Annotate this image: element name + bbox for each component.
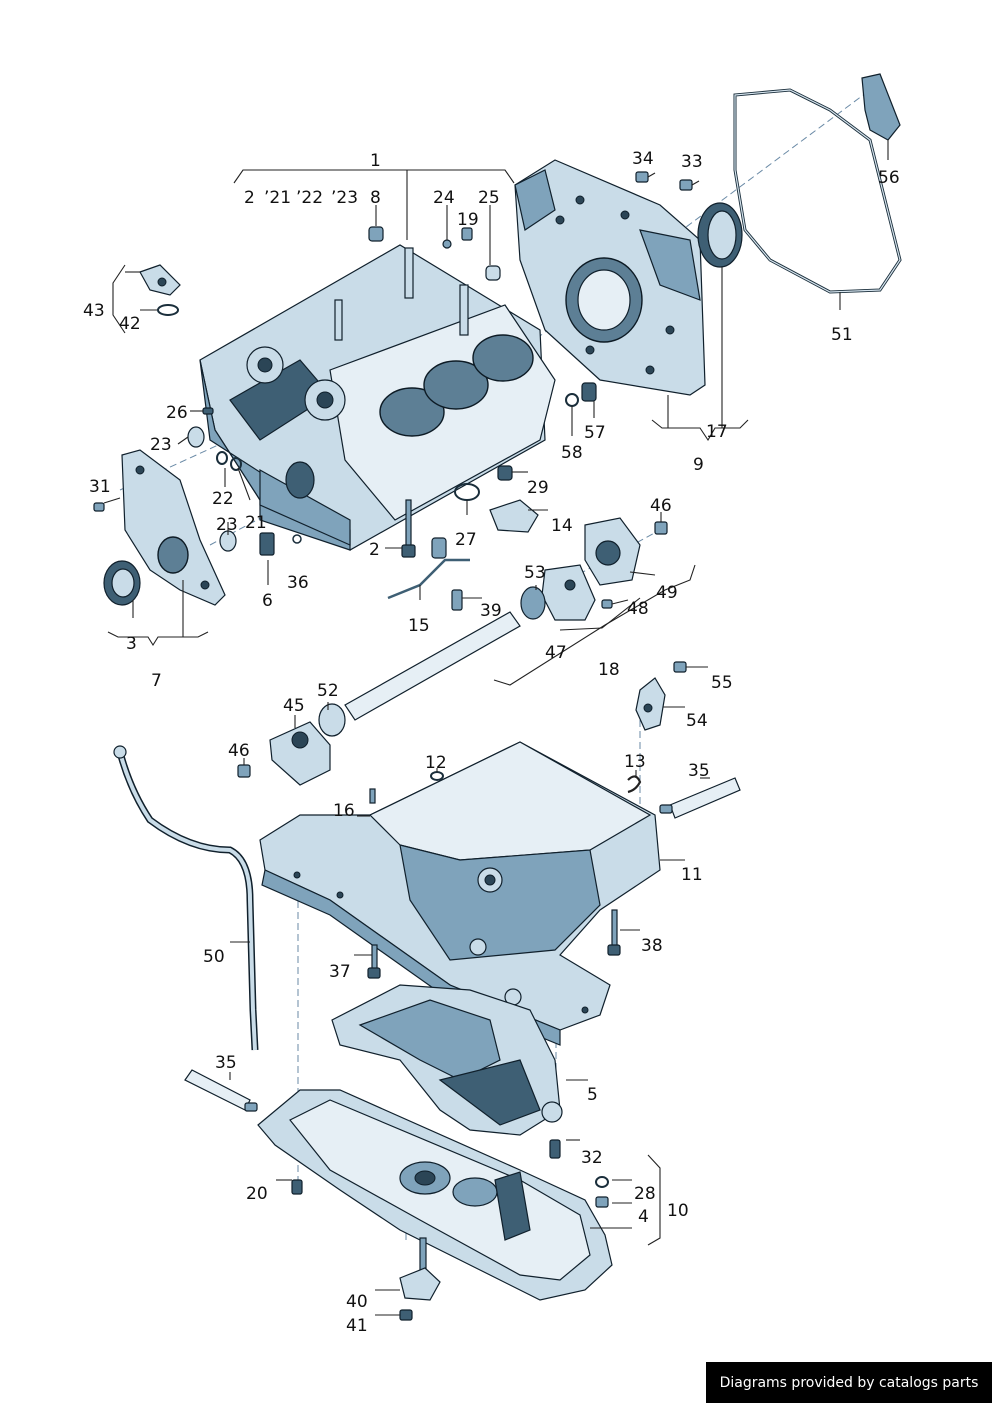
callout-21-top: ’21 [264,188,291,208]
callout-55: 55 [711,673,733,693]
callout-34: 34 [632,149,654,169]
callout-29: 29 [527,478,549,498]
callout-2-lower: 2 [369,540,380,560]
callout-45: 45 [283,696,305,716]
engine-block [199,244,556,551]
sealant-tube-lower [184,1069,258,1112]
oil-level-sensor [399,1237,441,1321]
callout-22-left: 22 [212,489,234,509]
main-bearing-bolt [401,499,416,558]
callout-32: 32 [581,1148,603,1168]
callout-labels: 1 2 ’21 ’22 ’23 8 24 19 25 34 33 56 51 4… [83,149,900,1336]
callout-4: 4 [638,1207,649,1227]
callout-24: 24 [433,188,455,208]
callout-52: 52 [317,681,339,701]
callout-40: 40 [346,1292,368,1312]
callout-42: 42 [119,314,141,334]
callout-23-top: ’23 [331,188,358,208]
callout-3: 3 [126,634,137,654]
callout-15: 15 [408,616,430,636]
callout-46-lower: 46 [228,741,250,761]
callout-57: 57 [584,423,606,443]
callout-5: 5 [587,1085,598,1105]
callout-1: 1 [370,151,381,171]
callout-56: 56 [878,168,900,188]
callout-23-lower: 23 [216,515,238,535]
callout-33: 33 [681,152,703,172]
callout-41: 41 [346,1316,368,1336]
callout-11: 11 [681,865,703,885]
callout-20: 20 [246,1184,268,1204]
callout-25: 25 [478,188,500,208]
callout-58: 58 [561,443,583,463]
leader-lines [103,140,889,1316]
callout-16: 16 [333,801,355,821]
callout-35-upper: 35 [688,761,710,781]
oil-pump-parts [387,465,539,611]
callout-37: 37 [329,962,351,982]
callout-2-top: 2 [244,188,255,208]
oil-baffle-5 [331,984,563,1159]
small-plugs-top [368,226,501,281]
callout-23-left: 23 [150,435,172,455]
callout-13: 13 [624,752,646,772]
callout-19: 19 [457,210,479,230]
callout-14: 14 [551,516,573,536]
callout-47: 47 [545,643,567,663]
callout-12: 12 [425,753,447,773]
callout-46-top: 46 [650,496,672,516]
balance-shaft [237,611,521,786]
callout-18: 18 [598,660,620,680]
callout-49: 49 [656,583,678,603]
callout-10: 10 [667,1201,689,1221]
callout-50: 50 [203,947,225,967]
cover-plate-43 [139,264,181,316]
callout-51: 51 [831,325,853,345]
callout-27: 27 [455,530,477,550]
callout-28: 28 [634,1184,656,1204]
pan-bolts [367,909,621,979]
callout-6: 6 [262,591,273,611]
bracket-56 [861,73,901,141]
timing-side-cover [121,449,226,606]
front-seal-ring [103,560,141,606]
callout-54: 54 [686,711,708,731]
bracket-54 [635,661,687,731]
credit-banner: Diagrams provided by catalogs parts [706,1362,992,1403]
callout-43: 43 [83,301,105,321]
callout-7: 7 [151,671,162,691]
callout-48: 48 [627,599,649,619]
flange-gasket [733,88,902,294]
sealant-tube-upper [659,777,741,819]
callout-36: 36 [287,573,309,593]
callout-35-lower: 35 [215,1053,237,1073]
bolts-top-right [635,171,700,191]
callout-31: 31 [89,477,111,497]
callout-22-top: ’22 [296,188,323,208]
dipstick-tube [113,745,259,1051]
callout-39: 39 [480,601,502,621]
callout-8: 8 [370,188,381,208]
transmission-flange-housing [514,159,706,396]
callout-38: 38 [641,936,663,956]
plug-57-ring-58 [565,382,597,407]
lower-oil-pan [257,1089,613,1301]
callout-21-left: 21 [245,513,267,533]
callout-26: 26 [166,403,188,423]
crankshaft-seal-rear [697,202,743,268]
callout-17: 17 [706,422,728,442]
callout-53: 53 [524,563,546,583]
pan-small-parts [369,771,642,804]
callout-9: 9 [693,455,704,475]
balance-shaft-covers [520,517,668,621]
